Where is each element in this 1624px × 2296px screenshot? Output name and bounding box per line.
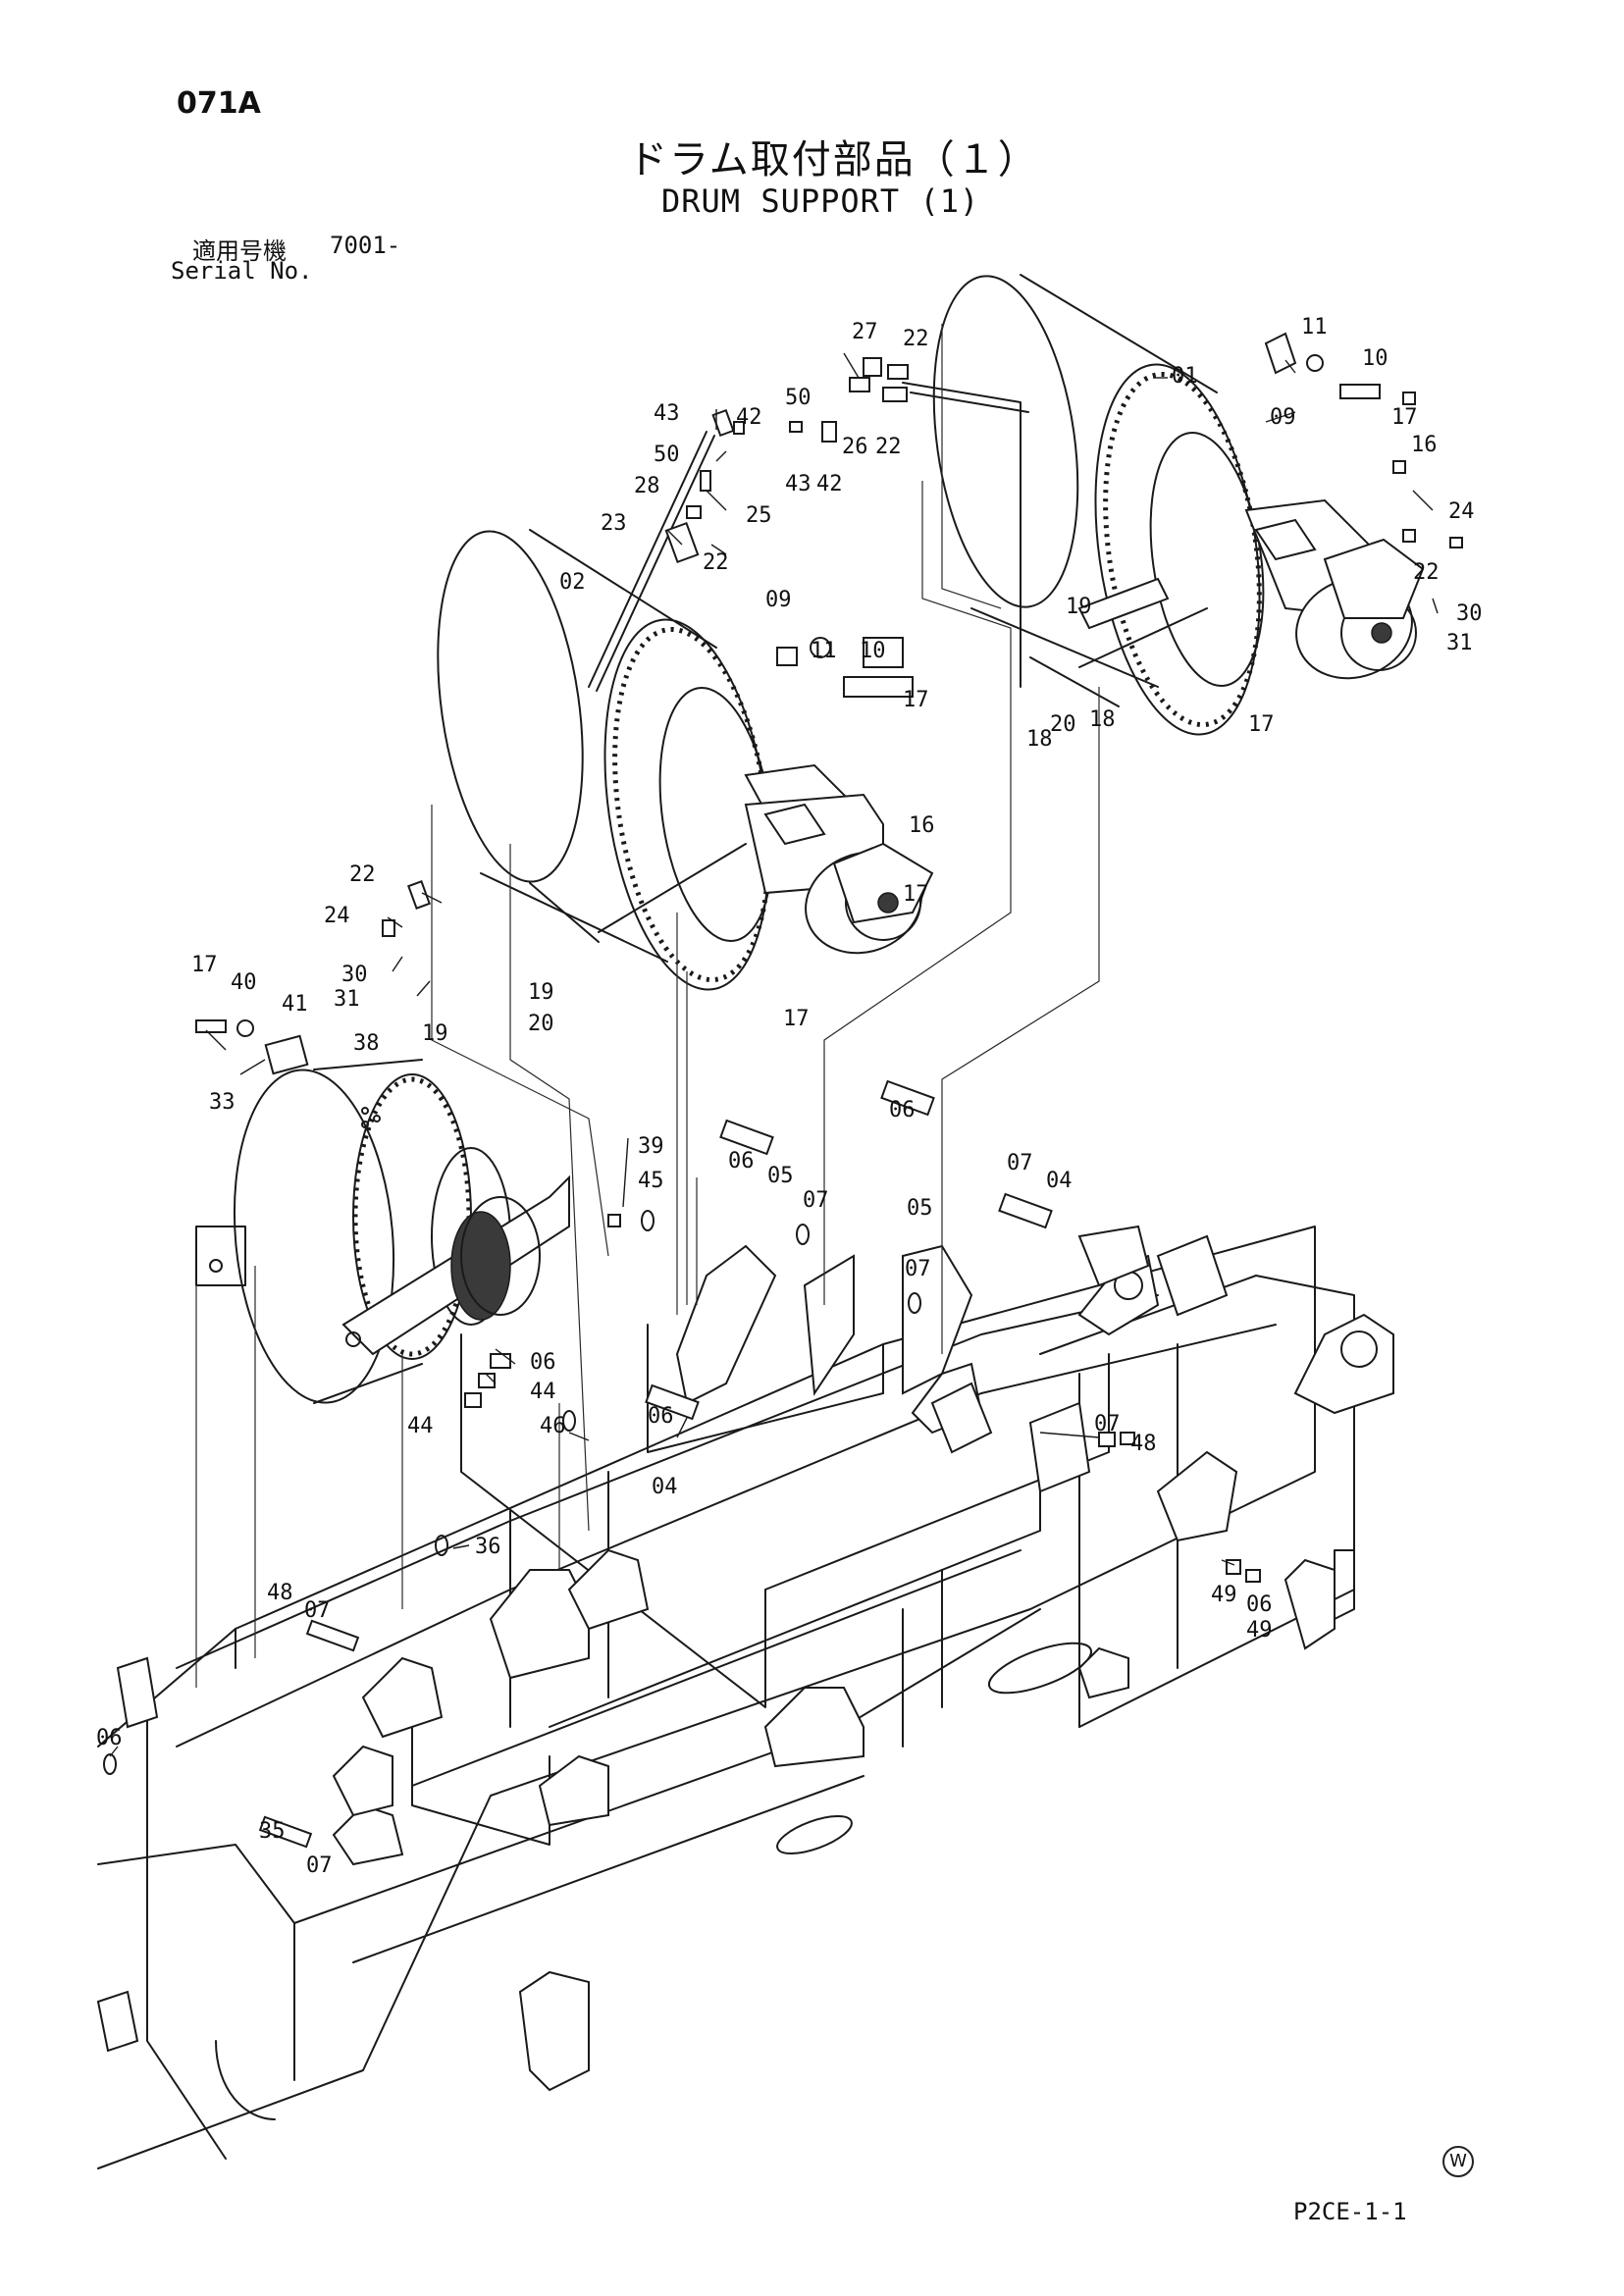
part-number-05: 05	[907, 1196, 933, 1221]
part-number-42: 42	[816, 472, 843, 496]
part-number-33: 33	[209, 1090, 236, 1115]
base-frame	[96, 1225, 1394, 2169]
drum-33-assembly	[195, 1059, 570, 1404]
part-number-10: 10	[860, 639, 886, 663]
part-number-22: 22	[875, 435, 902, 459]
part-number-35: 35	[259, 1819, 286, 1844]
part-number-42: 42	[736, 405, 762, 430]
part-number-49: 49	[1211, 1583, 1237, 1607]
part-number-46: 46	[540, 1414, 566, 1438]
part-number-04: 04	[652, 1475, 678, 1499]
part-number-02: 02	[559, 570, 586, 595]
part-number-48: 48	[1130, 1432, 1157, 1456]
part-number-04: 04	[1046, 1169, 1073, 1193]
part-number-10: 10	[1362, 346, 1388, 371]
part-number-07: 07	[803, 1188, 829, 1213]
part-number-07: 07	[306, 1853, 333, 1878]
part-number-16: 16	[1411, 433, 1438, 457]
part-number-07: 07	[1094, 1412, 1121, 1436]
leader-lines	[109, 352, 1439, 1757]
part-number-06: 06	[728, 1149, 755, 1174]
part-number-48: 48	[267, 1581, 293, 1605]
part-number-40: 40	[231, 970, 257, 995]
part-number-44: 44	[407, 1414, 434, 1438]
part-number-22: 22	[1413, 560, 1440, 585]
part-number-30: 30	[1456, 601, 1483, 626]
part-number-17: 17	[903, 882, 929, 907]
part-number-38: 38	[353, 1031, 380, 1056]
sheet-code: P2CE-1-1	[1293, 2198, 1407, 2225]
part-number-28: 28	[634, 474, 660, 498]
part-number-39: 39	[638, 1134, 664, 1159]
drum-01-assembly	[932, 274, 1425, 736]
part-number-45: 45	[638, 1169, 664, 1193]
part-number-17: 17	[903, 688, 929, 712]
w-mark: W	[1442, 2146, 1474, 2177]
part-number-05: 05	[767, 1164, 794, 1188]
part-number-09: 09	[765, 588, 792, 612]
part-number-19: 19	[528, 980, 554, 1005]
part-number-07: 07	[1007, 1151, 1033, 1175]
part-number-24: 24	[324, 904, 350, 928]
part-number-50: 50	[785, 386, 812, 410]
part-number-31: 31	[334, 987, 360, 1012]
part-number-06: 06	[1246, 1592, 1273, 1617]
part-number-19: 19	[1066, 595, 1092, 619]
part-number-09: 09	[1270, 405, 1296, 430]
part-number-49: 49	[1246, 1618, 1273, 1643]
part-number-31: 31	[1446, 631, 1473, 655]
part-number-06: 06	[889, 1098, 916, 1122]
part-number-18: 18	[1089, 707, 1116, 732]
title-english: DRUM SUPPORT (1)	[661, 183, 980, 220]
title-japanese: ドラム取付部品（１）	[628, 137, 1039, 183]
part-number-06: 06	[530, 1350, 556, 1375]
frame-brackets	[332, 1254, 1394, 1866]
part-number-01: 01	[1172, 364, 1198, 389]
part-number-06: 06	[648, 1404, 674, 1429]
part-number-36: 36	[475, 1535, 501, 1559]
part-number-43: 43	[785, 472, 812, 496]
assembly-guide-lines	[195, 324, 1100, 1688]
part-number-43: 43	[654, 401, 680, 426]
serial-label-english: Serial No.	[171, 257, 313, 285]
part-number-16: 16	[909, 813, 935, 838]
page-code: 071A	[177, 86, 261, 121]
part-number-20: 20	[528, 1012, 554, 1036]
part-number-11: 11	[1301, 315, 1328, 339]
part-number-18: 18	[1026, 727, 1053, 752]
part-number-17: 17	[1248, 712, 1275, 737]
part-number-07: 07	[304, 1598, 331, 1623]
part-number-24: 24	[1448, 499, 1475, 524]
serial-label-japanese: 適用号機	[192, 237, 287, 265]
part-number-22: 22	[349, 862, 376, 887]
part-number-41: 41	[282, 992, 308, 1017]
drum-02-assembly	[437, 529, 934, 991]
part-number-25: 25	[746, 503, 772, 528]
part-number-22: 22	[903, 327, 929, 351]
serial-value: 7001-	[330, 232, 401, 259]
part-number-30: 30	[341, 963, 368, 987]
part-number-22: 22	[703, 550, 729, 575]
part-number-44: 44	[530, 1380, 556, 1404]
part-number-19: 19	[422, 1021, 448, 1046]
part-number-50: 50	[654, 443, 680, 467]
part-number-20: 20	[1050, 712, 1076, 737]
part-number-23: 23	[601, 511, 627, 536]
part-number-17: 17	[1391, 405, 1418, 430]
part-number-06: 06	[96, 1726, 123, 1750]
part-number-26: 26	[842, 435, 868, 459]
part-number-07: 07	[905, 1257, 931, 1281]
part-number-11: 11	[811, 639, 837, 663]
part-number-17: 17	[191, 953, 218, 977]
part-number-17: 17	[783, 1007, 810, 1031]
part-number-27: 27	[852, 320, 878, 344]
